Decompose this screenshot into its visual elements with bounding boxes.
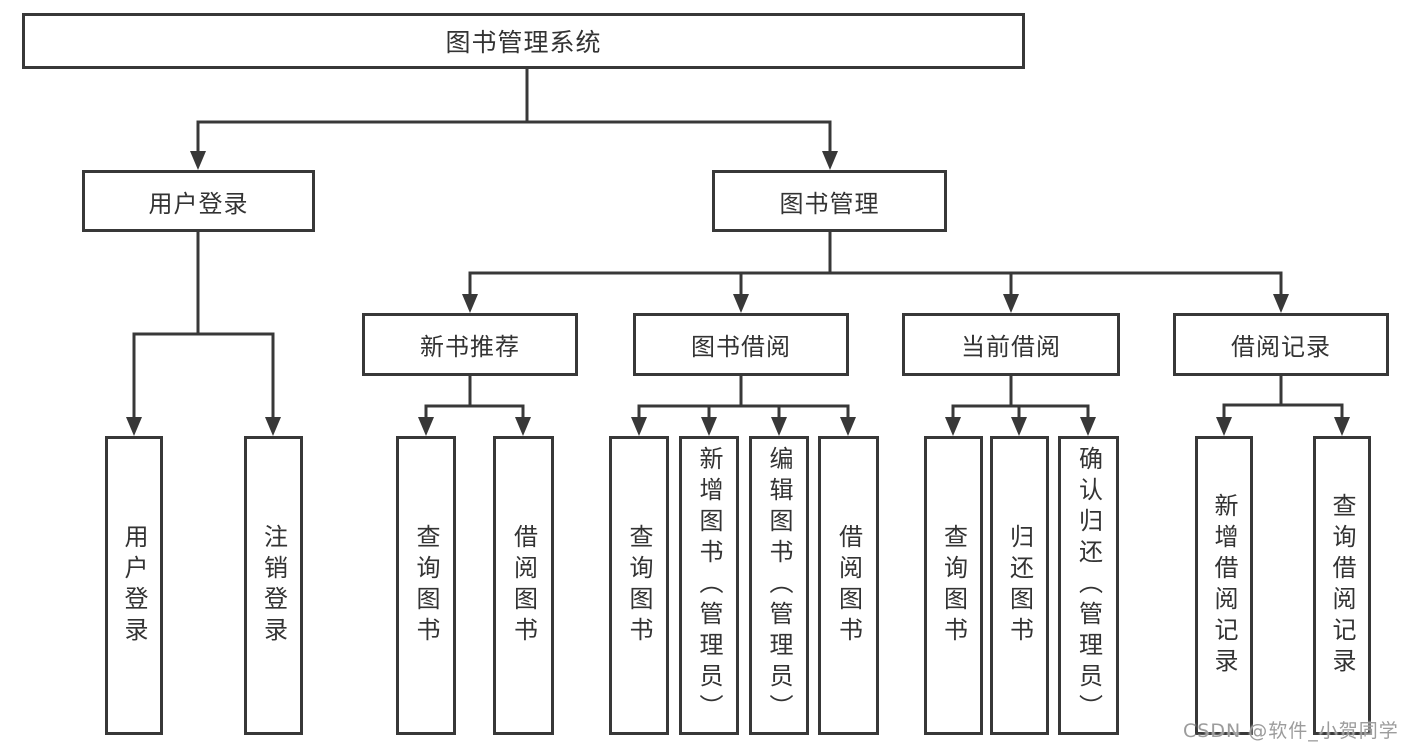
node-library-system: 图书管理系统 bbox=[22, 13, 1025, 69]
node-label: 注销登录 bbox=[259, 523, 288, 648]
node-user-login: 用户登录 bbox=[82, 170, 315, 232]
node-label: 新增借阅记录 bbox=[1210, 492, 1238, 679]
node-label: 查询图书 bbox=[625, 523, 653, 648]
node-label: 借阅记录 bbox=[1231, 333, 1331, 361]
node-new-book-recommend: 新书推荐 bbox=[362, 313, 578, 376]
leaf-query-books-current: 查询图书 bbox=[924, 436, 983, 735]
node-label: 新书推荐 bbox=[420, 333, 520, 361]
leaf-add-borrow-record: 新增借阅记录 bbox=[1195, 436, 1253, 735]
node-current-borrowing: 当前借阅 bbox=[902, 313, 1120, 376]
leaf-logout: 注销登录 bbox=[244, 436, 303, 735]
leaf-query-books-recommend: 查询图书 bbox=[396, 436, 456, 735]
node-book-management: 图书管理 bbox=[712, 170, 947, 232]
leaf-query-books-borrow: 查询图书 bbox=[609, 436, 669, 735]
node-label: 图书管理 bbox=[779, 189, 880, 218]
node-label: 查询借阅记录 bbox=[1328, 492, 1356, 679]
leaf-confirm-return-admin: 确认归还（管理员） bbox=[1058, 436, 1119, 735]
node-label: 确认归还（管理员） bbox=[1074, 446, 1103, 725]
node-label: 图书管理系统 bbox=[445, 28, 602, 57]
node-label: 归还图书 bbox=[1005, 523, 1034, 648]
leaf-add-books-admin: 新增图书（管理员） bbox=[679, 436, 739, 735]
node-label: 用户登录 bbox=[120, 523, 148, 648]
leaf-return-books: 归还图书 bbox=[990, 436, 1049, 735]
leaf-borrow-books: 借阅图书 bbox=[818, 436, 879, 735]
node-label: 当前借阅 bbox=[961, 333, 1061, 361]
node-label: 用户登录 bbox=[148, 189, 249, 218]
leaf-user-login: 用户登录 bbox=[105, 436, 163, 735]
leaf-query-borrow-record: 查询借阅记录 bbox=[1313, 436, 1371, 735]
leaf-edit-books-admin: 编辑图书（管理员） bbox=[749, 436, 809, 735]
leaf-borrow-books-recommend: 借阅图书 bbox=[493, 436, 554, 735]
node-borrow-records: 借阅记录 bbox=[1173, 313, 1389, 376]
node-label: 借阅图书 bbox=[509, 523, 538, 648]
node-label: 查询图书 bbox=[412, 523, 440, 648]
node-label: 查询图书 bbox=[939, 523, 968, 648]
node-book-borrowing: 图书借阅 bbox=[633, 313, 849, 376]
node-label: 图书借阅 bbox=[691, 333, 791, 361]
node-label: 编辑图书（管理员） bbox=[765, 446, 793, 725]
watermark: CSDN @软件_小贺同学 bbox=[1183, 720, 1399, 742]
node-label: 借阅图书 bbox=[834, 523, 863, 648]
node-label: 新增图书（管理员） bbox=[695, 446, 723, 725]
